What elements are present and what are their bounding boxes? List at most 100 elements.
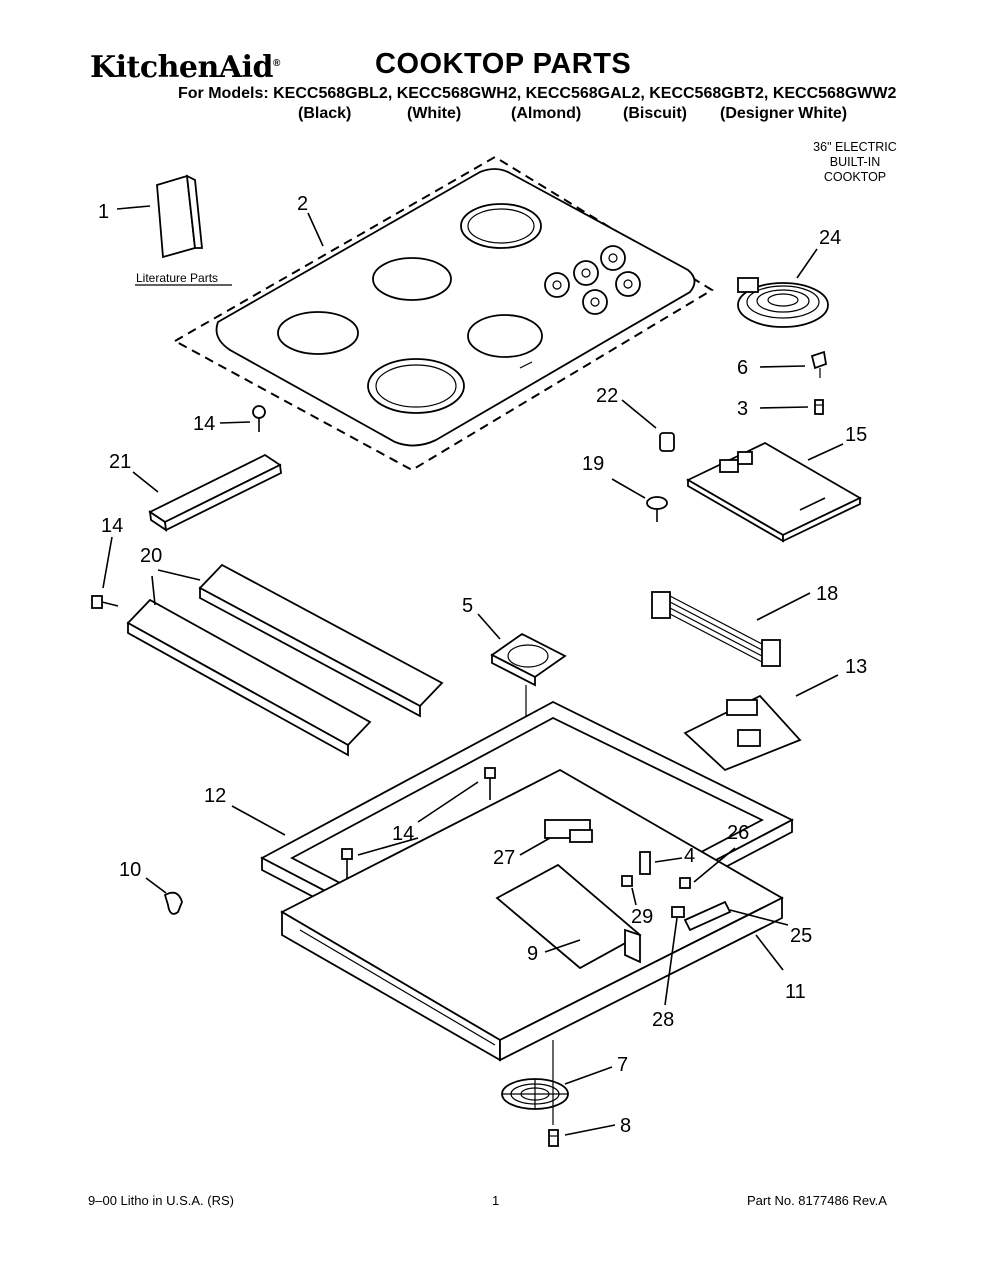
callout-2: 2 bbox=[297, 193, 308, 215]
control-board-15 bbox=[686, 441, 862, 543]
callout-12: 12 bbox=[204, 785, 226, 807]
leader-20b bbox=[151, 575, 156, 606]
callout-29: 29 bbox=[631, 906, 653, 928]
callout-9: 9 bbox=[527, 943, 538, 965]
leader-28 bbox=[664, 917, 678, 1006]
leader-22 bbox=[621, 399, 657, 429]
leader-3 bbox=[759, 406, 809, 409]
color-designer-white: (Designer White) bbox=[720, 105, 848, 122]
leader-25 bbox=[729, 909, 789, 926]
element-board-13 bbox=[683, 694, 802, 772]
leader-5 bbox=[477, 613, 501, 640]
callout-8: 8 bbox=[620, 1115, 631, 1137]
callout-20: 20 bbox=[140, 545, 162, 567]
nut-28 bbox=[671, 906, 685, 918]
leader-20a bbox=[157, 569, 201, 581]
callout-5: 5 bbox=[462, 595, 473, 617]
color-almond: (Almond) bbox=[511, 105, 582, 122]
leader-24 bbox=[796, 248, 818, 279]
channel-20-upper bbox=[198, 563, 444, 718]
kitchenaid-logo: KitchenAid® bbox=[90, 50, 280, 85]
screw-3 bbox=[814, 399, 824, 415]
product-description: 36" ELECTRIC BUILT-IN COOKTOP bbox=[790, 140, 920, 185]
callout-13: 13 bbox=[845, 656, 867, 678]
fan-guard-7 bbox=[501, 1078, 569, 1110]
bracket-9 bbox=[495, 863, 642, 970]
leader-15 bbox=[807, 443, 844, 461]
color-biscuit: (Biscuit) bbox=[623, 105, 687, 122]
footer-litho: 9–00 Litho in U.S.A. (RS) bbox=[88, 1193, 234, 1208]
push-pin-19 bbox=[646, 496, 668, 522]
terminal-block-25 bbox=[683, 900, 732, 932]
screw-14-left bbox=[91, 595, 119, 609]
desc-line-3: COOKTOP bbox=[823, 170, 887, 184]
radiant-element bbox=[737, 277, 829, 328]
models-line: For Models: KECC568GBL2, KECC568GWH2, KE… bbox=[178, 85, 897, 102]
screw-14-mid bbox=[484, 767, 496, 800]
leader-12 bbox=[231, 805, 286, 836]
leader-26 bbox=[693, 847, 736, 883]
screw-14-top bbox=[252, 405, 266, 432]
ribbon-cable-18 bbox=[651, 591, 781, 667]
leader-8 bbox=[564, 1124, 616, 1136]
literature-booklet bbox=[156, 174, 203, 259]
screw-26 bbox=[679, 877, 691, 889]
callout-7: 7 bbox=[617, 1054, 628, 1076]
glass-cooktop bbox=[172, 155, 714, 472]
callout-15: 15 bbox=[845, 424, 867, 446]
callout-11: 11 bbox=[785, 981, 806, 1003]
leader-9 bbox=[544, 939, 581, 953]
callout-25: 25 bbox=[790, 925, 812, 947]
leader-29 bbox=[631, 887, 637, 906]
leader-4 bbox=[654, 857, 683, 863]
callout-27: 27 bbox=[493, 847, 515, 869]
screw-14-low bbox=[341, 848, 353, 880]
callout-24: 24 bbox=[819, 227, 841, 249]
callout-22: 22 bbox=[596, 385, 618, 407]
leader-18 bbox=[756, 592, 811, 621]
fan-5 bbox=[490, 632, 567, 687]
callout-4: 4 bbox=[684, 845, 695, 867]
leader-13 bbox=[795, 674, 839, 697]
callout-19: 19 bbox=[582, 453, 604, 475]
leader-11 bbox=[755, 934, 784, 971]
color-white: (White) bbox=[407, 105, 462, 122]
bracket-4 bbox=[639, 851, 651, 875]
clip-6 bbox=[810, 350, 828, 378]
channel-20-lower bbox=[126, 598, 372, 757]
footer-part-number: Part No. 8177486 Rev.A bbox=[747, 1193, 887, 1208]
callout-6: 6 bbox=[737, 357, 748, 379]
leader-21 bbox=[132, 471, 159, 493]
leader-2 bbox=[307, 212, 324, 247]
callout-1: 1 bbox=[98, 201, 109, 223]
desc-line-2: BUILT-IN bbox=[829, 155, 881, 169]
callout-3: 3 bbox=[737, 398, 748, 420]
desc-line-1: 36" ELECTRIC bbox=[813, 140, 897, 154]
callout-26: 26 bbox=[727, 822, 749, 844]
footer-page-number: 1 bbox=[492, 1193, 500, 1208]
bracket-21 bbox=[148, 453, 282, 532]
color-black: (Black) bbox=[298, 105, 352, 122]
literature-label: Literature Parts bbox=[136, 271, 218, 285]
leader-14c bbox=[417, 781, 479, 823]
leader-14d bbox=[357, 837, 419, 856]
callout-14-left: 14 bbox=[101, 515, 123, 537]
callout-14-mid: 14 bbox=[392, 823, 414, 845]
terminal-27 bbox=[544, 819, 593, 843]
screw-29 bbox=[621, 875, 633, 887]
callout-14-top: 14 bbox=[193, 413, 215, 435]
callout-18: 18 bbox=[816, 583, 838, 605]
leader-7 bbox=[564, 1066, 613, 1085]
leader-10 bbox=[145, 877, 167, 894]
page-title: COOKTOP PARTS bbox=[375, 48, 632, 80]
leader-14a bbox=[219, 421, 251, 424]
leader-14b bbox=[102, 536, 113, 589]
callout-10: 10 bbox=[119, 859, 141, 881]
leader-1 bbox=[116, 205, 151, 210]
leader-19 bbox=[611, 478, 646, 499]
callout-28: 28 bbox=[652, 1009, 674, 1031]
leader-27 bbox=[519, 837, 551, 856]
leader-6 bbox=[759, 365, 806, 368]
spacer-22 bbox=[659, 432, 675, 452]
